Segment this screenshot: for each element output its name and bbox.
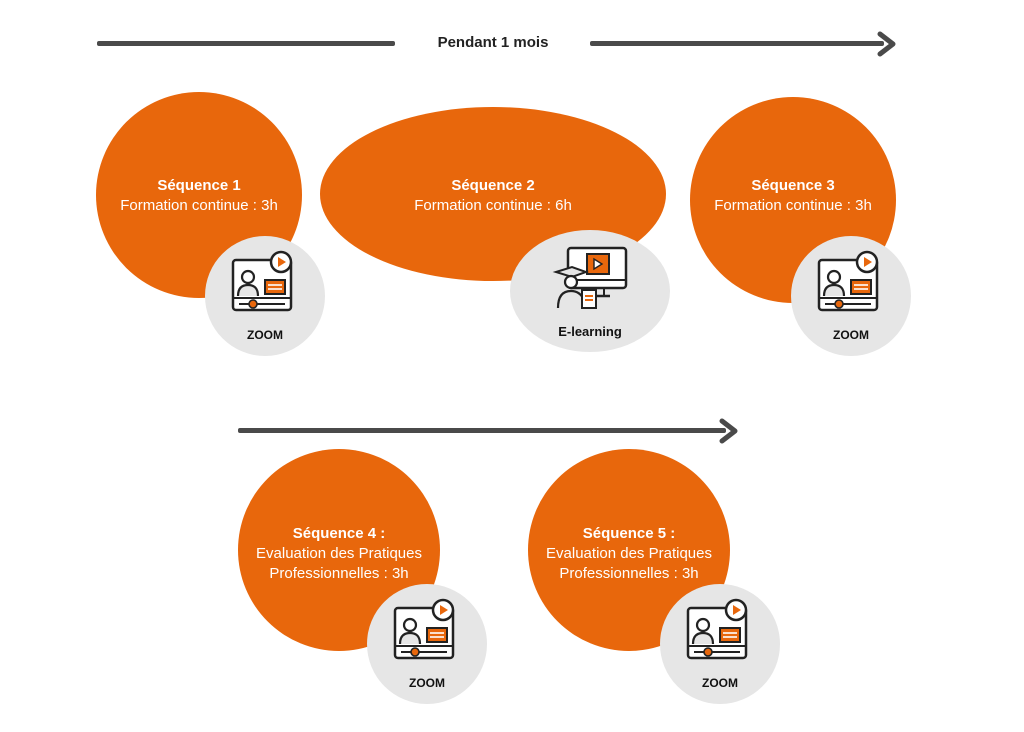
sequence-4-text: Séquence 4 : Evaluation des Pratiques Pr…	[238, 524, 440, 584]
sequence-5-desc-line1: Evaluation des Pratiques	[546, 545, 712, 562]
sequence-3-desc: Formation continue : 3h	[714, 197, 872, 214]
zoom-badge: ZOOM	[367, 584, 487, 704]
e-learning-badge: E-learning	[510, 230, 670, 352]
zoom-label: ZOOM	[409, 676, 445, 690]
sequence-5-text: Séquence 5 : Evaluation des Pratiques Pr…	[528, 524, 730, 584]
sequence-3-text: Séquence 3 Formation continue : 3h	[690, 176, 896, 216]
sequence-2-title: Séquence 2	[451, 177, 535, 194]
timeline-label: Pendant 1 mois	[437, 34, 549, 51]
timeline-arrow-left-segment	[97, 41, 395, 46]
second-row-arrow	[238, 428, 726, 433]
zoom-badge: ZOOM	[205, 236, 325, 356]
sequence-2-desc: Formation continue : 6h	[414, 197, 572, 214]
zoom-label: ZOOM	[702, 676, 738, 690]
zoom-label: ZOOM	[833, 328, 869, 342]
video-conference-icon	[393, 598, 455, 660]
video-conference-icon	[686, 598, 748, 660]
arrowhead-icon	[877, 31, 896, 57]
zoom-label: ZOOM	[247, 328, 283, 342]
sequence-1-text: Séquence 1 Formation continue : 3h	[96, 176, 302, 216]
sequence-1-desc: Formation continue : 3h	[120, 197, 278, 214]
sequence-3-title: Séquence 3	[751, 177, 835, 194]
video-conference-icon	[817, 250, 879, 312]
zoom-badge: ZOOM	[660, 584, 780, 704]
sequence-5-desc-line2: Professionnelles : 3h	[559, 565, 699, 582]
sequence-1-title: Séquence 1	[157, 177, 241, 194]
e-learning-label: E-learning	[558, 324, 622, 339]
sequence-2-text: Séquence 2 Formation continue : 6h	[320, 176, 666, 216]
zoom-badge: ZOOM	[791, 236, 911, 356]
e-learning-icon	[552, 246, 628, 309]
sequence-4-desc-line1: Evaluation des Pratiques	[256, 545, 422, 562]
arrowhead-icon	[719, 418, 738, 444]
video-conference-icon	[231, 250, 293, 312]
sequence-4-title: Séquence 4 :	[292, 525, 386, 542]
timeline-arrow-right-segment	[590, 41, 884, 46]
sequence-5-title: Séquence 5 :	[582, 525, 676, 542]
sequence-4-desc-line2: Professionnelles : 3h	[269, 565, 409, 582]
